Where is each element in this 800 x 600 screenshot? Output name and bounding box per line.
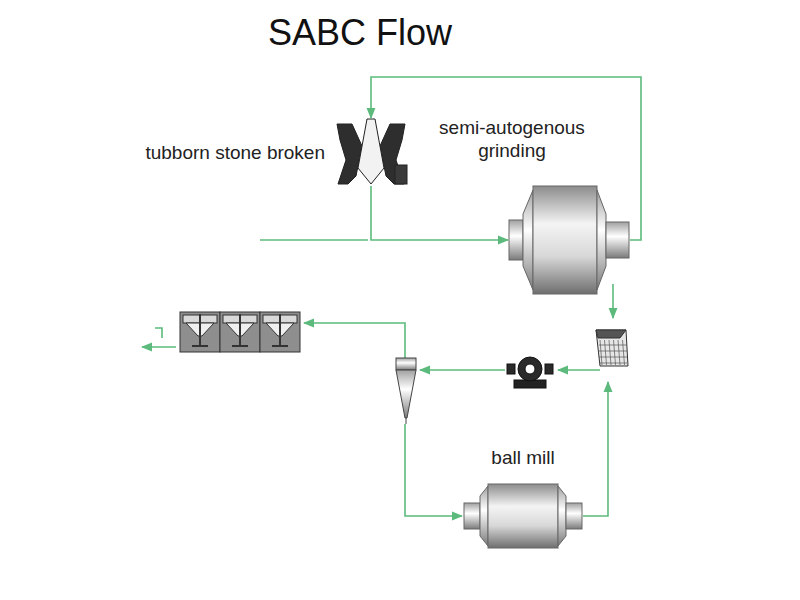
feed-line: [260, 239, 368, 241]
screen-hatch: [600, 340, 602, 365]
flotation-cells: [180, 312, 300, 352]
flow-connector: [371, 77, 641, 240]
flotation-cell: [180, 312, 220, 352]
equipment-node: semi-autogenous grinding: [508, 183, 630, 295]
undersize-line: [558, 369, 600, 371]
ball-mill-drum: [464, 484, 582, 548]
screen-hatch: [599, 351, 627, 352]
hydrocyclone: [396, 358, 416, 424]
screen-hatch: [614, 340, 616, 365]
screen-hatch: [599, 345, 627, 346]
sag-mill: [509, 186, 629, 294]
return-line: [583, 382, 608, 516]
equipment-node: ball mill: [463, 480, 583, 548]
screen-hatch: [609, 340, 611, 365]
outlet-arrow: [142, 346, 176, 348]
diagram-title: SABC Flow: [268, 12, 452, 54]
screen-hatch: [618, 340, 620, 365]
screen-hatch: [599, 357, 627, 358]
flow-connector: [371, 186, 508, 240]
vibrating-screen: [596, 330, 628, 366]
outlet-tick: [155, 328, 162, 338]
screen-hatch: [623, 340, 625, 365]
equipment-label: tubborn stone broken: [145, 141, 325, 164]
cone-crusher: [337, 119, 407, 184]
flotation-cell: [260, 312, 300, 352]
slurry-pump: [507, 357, 553, 388]
discharge-arrow: [612, 284, 614, 318]
flotation-cell: [220, 312, 260, 352]
underflow-line: [405, 424, 462, 516]
equipment-label: semi-autogenous grinding: [427, 116, 597, 162]
screen-hatch: [599, 363, 627, 364]
equipment-node: tubborn stone broken: [335, 118, 407, 186]
screen-hatch: [605, 340, 607, 365]
equipment-label: ball mill: [491, 446, 554, 469]
overflow-line: [304, 323, 405, 358]
pump-line: [420, 369, 505, 371]
